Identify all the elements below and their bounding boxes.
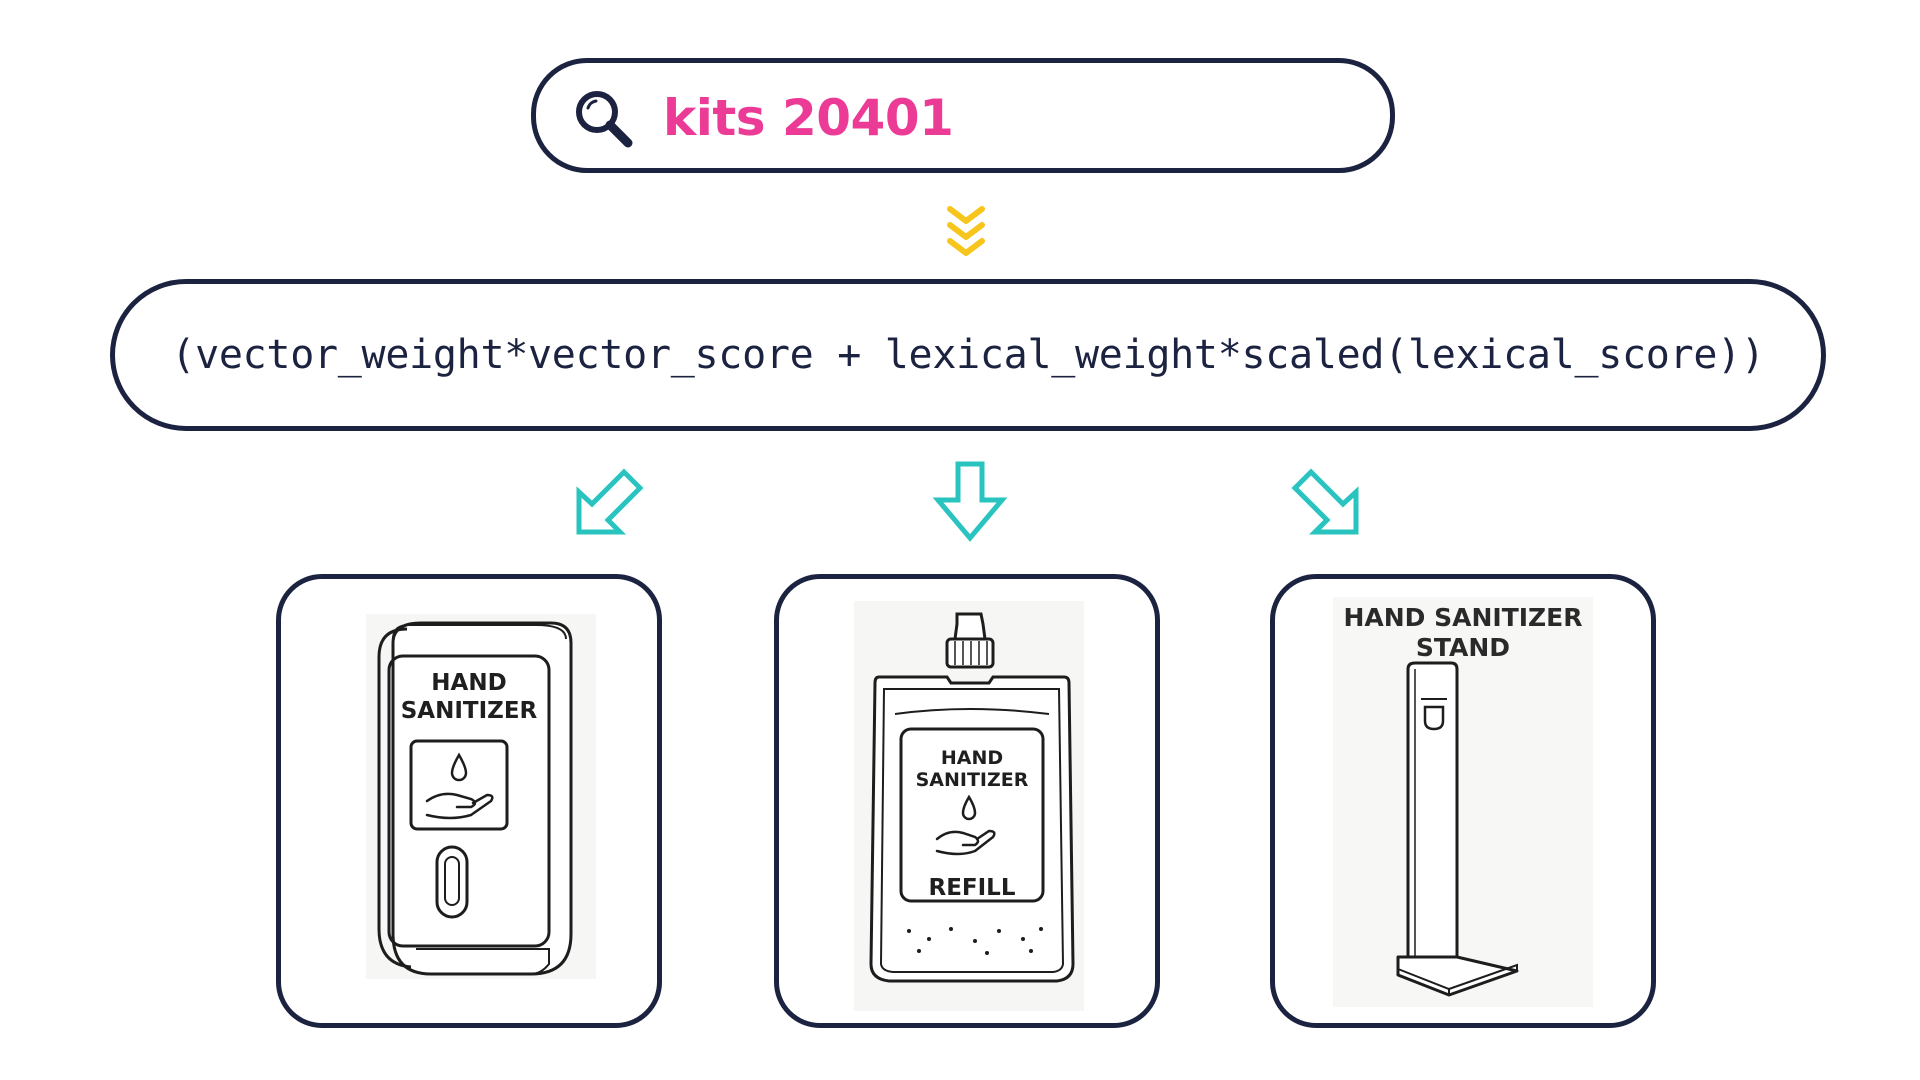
arrow-down-icon: [932, 461, 1008, 542]
wall-dispenser-image: [366, 614, 596, 979]
product-label-line2: SANITIZER: [915, 769, 1029, 791]
product-label-line1: HAND SANITIZER: [1343, 603, 1583, 632]
search-icon: [576, 91, 633, 148]
result-card-refill[interactable]: HAND SANITIZER REFILL: [774, 574, 1160, 1028]
search-query[interactable]: kits 20401: [663, 89, 954, 147]
floor-stand-image: [1333, 597, 1593, 1007]
product-label-line1: HAND: [431, 670, 507, 696]
product-label-line2: STAND: [1415, 633, 1511, 662]
chevron-down-icon: [947, 206, 985, 256]
arrow-down-left-icon: [576, 468, 644, 535]
product-label-line3: REFILL: [928, 875, 1016, 901]
product-label-line2: SANITIZER: [400, 698, 538, 724]
search-bar[interactable]: kits 20401: [531, 58, 1395, 173]
refill-pouch-image: [854, 601, 1084, 1011]
product-label-line1: HAND: [940, 747, 1004, 769]
result-card-dispenser[interactable]: HAND SANITIZER: [276, 574, 662, 1028]
arrow-down-right-icon: [1291, 468, 1359, 535]
ranking-formula-box: (vector_weight*vector_score + lexical_we…: [110, 279, 1826, 431]
result-card-stand[interactable]: HAND SANITIZER STAND: [1270, 574, 1656, 1028]
ranking-formula: (vector_weight*vector_score + lexical_we…: [171, 332, 1765, 378]
